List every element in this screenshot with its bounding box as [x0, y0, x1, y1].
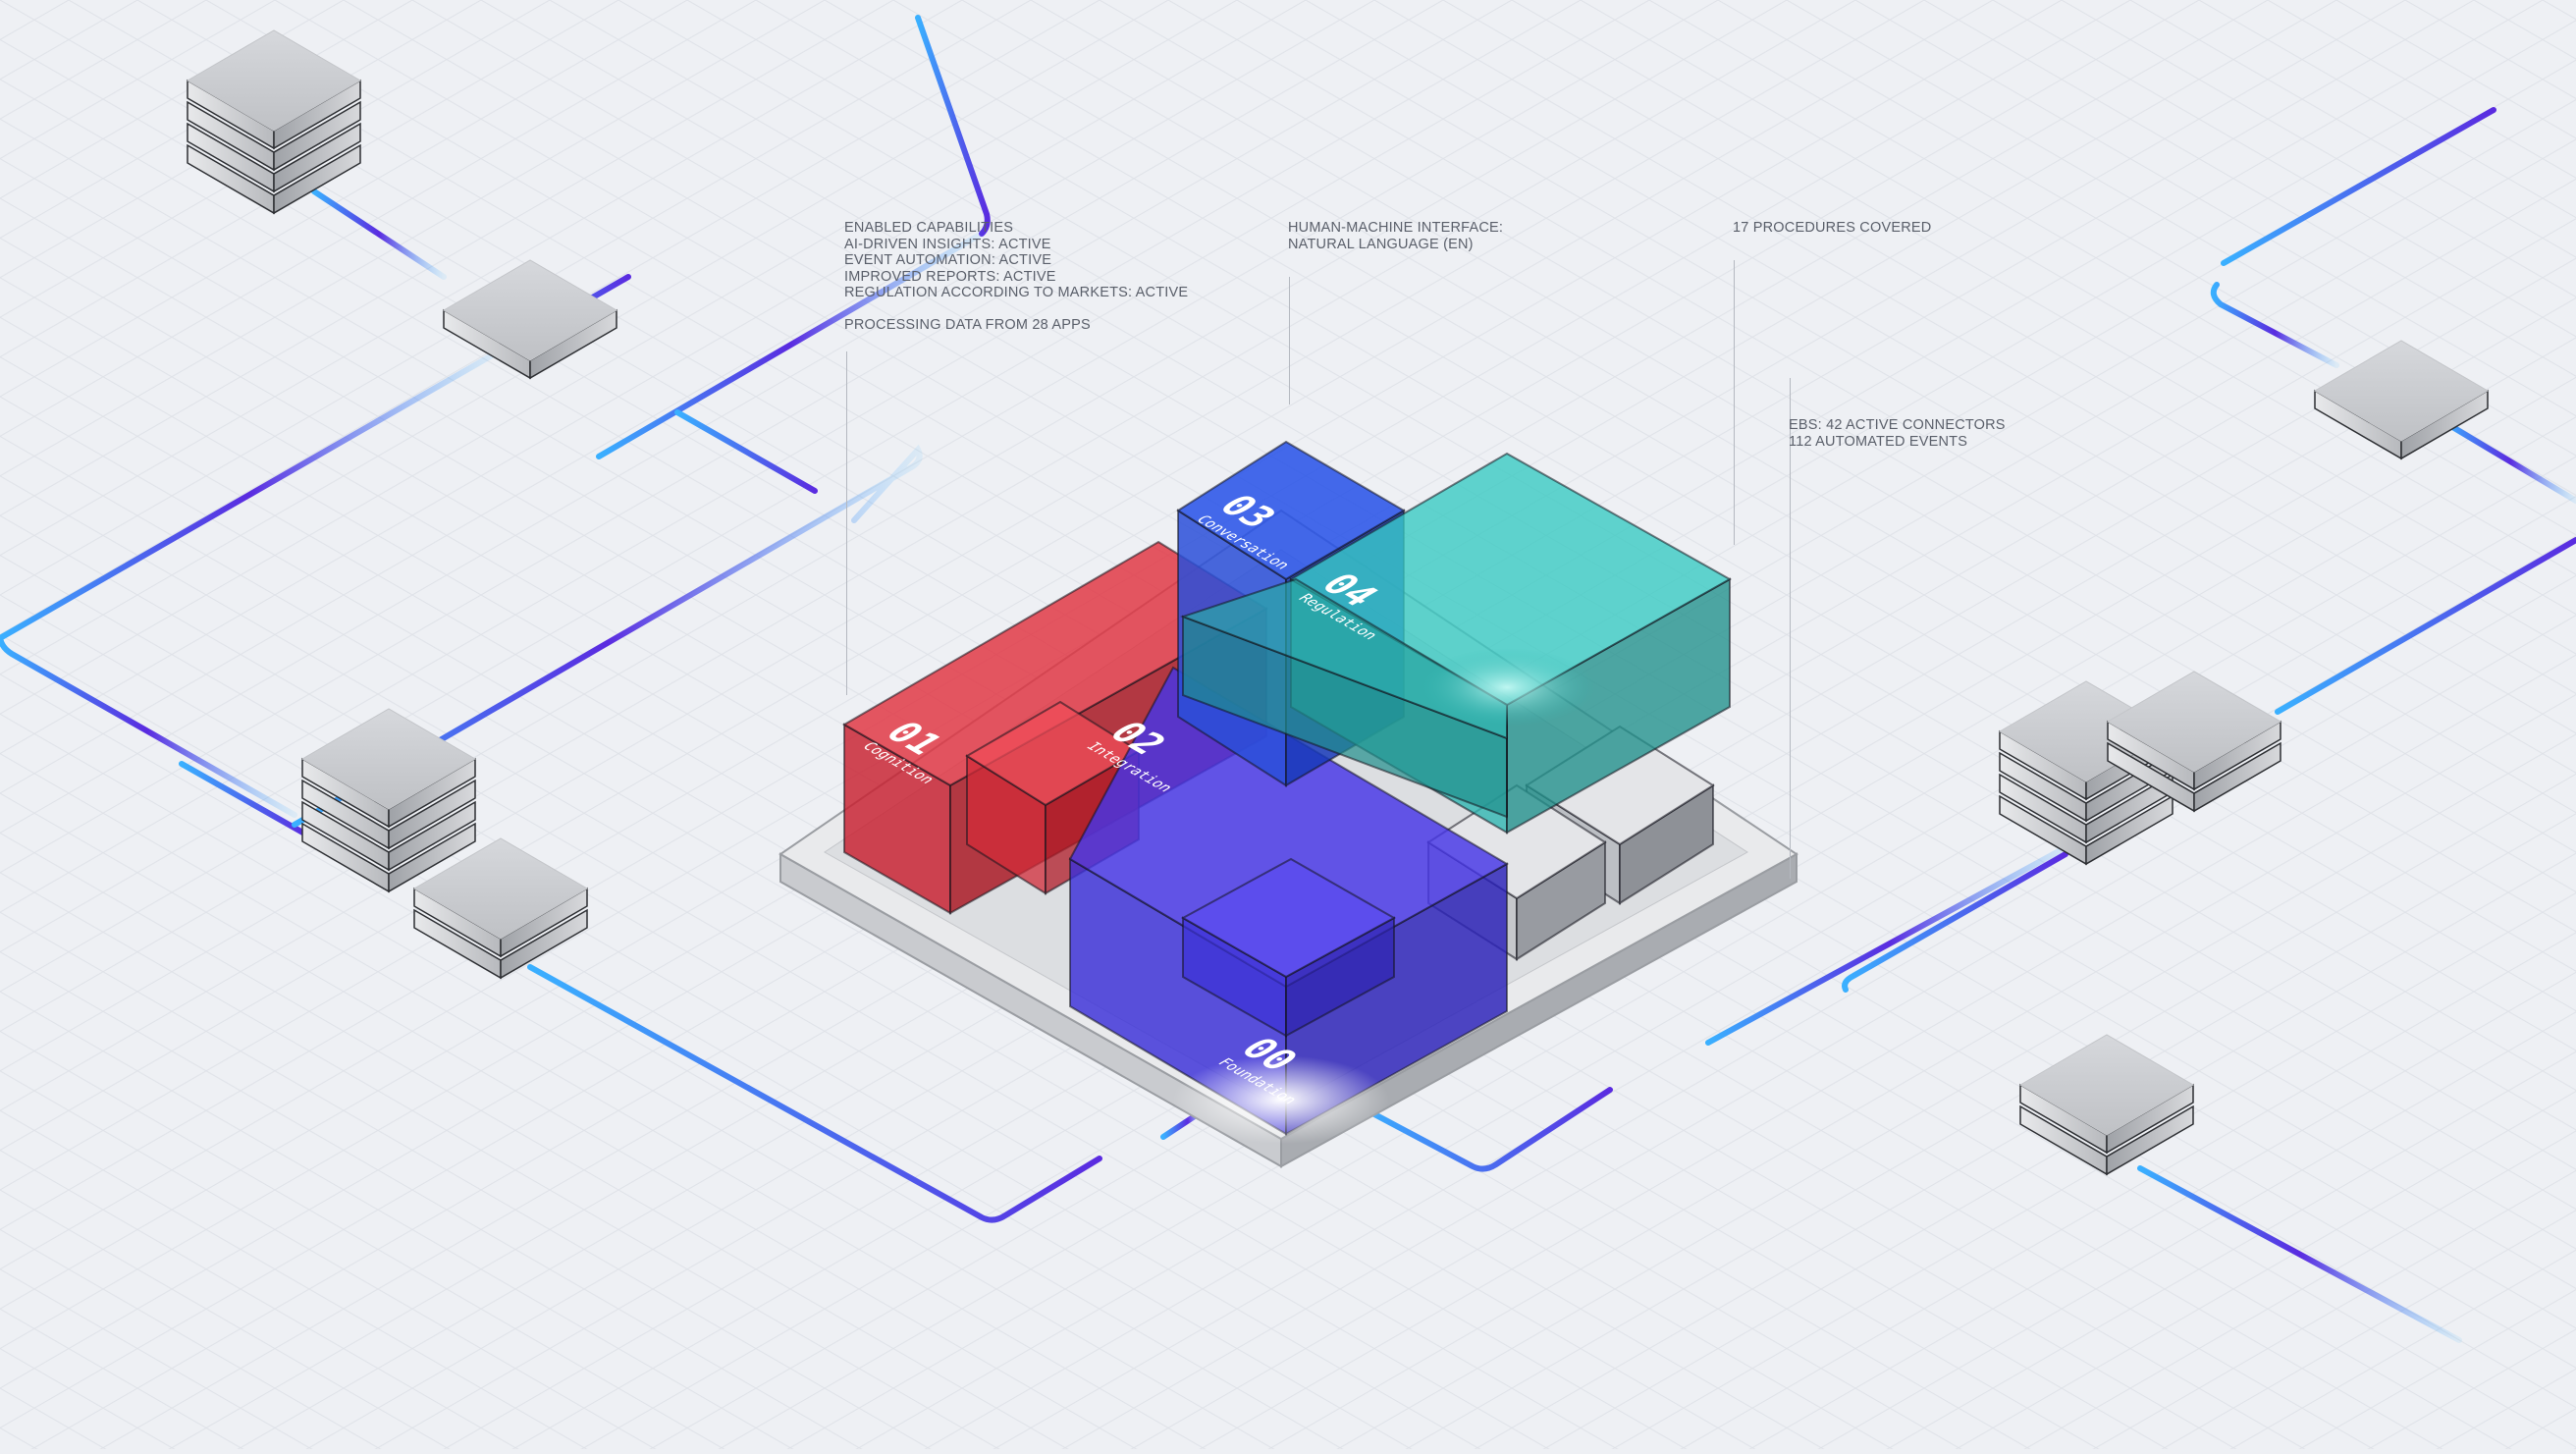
server-node	[2019, 1034, 2194, 1176]
connector-line	[292, 444, 923, 828]
regulation-glow	[1419, 648, 1595, 727]
server-node	[2314, 340, 2489, 460]
leader-line-interface	[1289, 277, 1290, 404]
connector-line	[2210, 282, 2339, 368]
capabilities-line: REGULATION ACCORDING TO MARKETS: ACTIVE	[844, 285, 1189, 300]
interface-line: HUMAN-MACHINE INTERFACE:	[1288, 220, 1504, 236]
connector-line	[2137, 1165, 2462, 1343]
connector-line	[2221, 107, 2496, 266]
server-nodes	[187, 29, 2489, 1176]
capabilities-line: AI-DRIVEN INSIGHTS: ACTIVE	[844, 236, 1051, 252]
connector-line	[0, 635, 297, 818]
annotation-interface: HUMAN-MACHINE INTERFACE: NATURAL LANGUAG…	[1288, 220, 1503, 252]
connectors-line: 112 AUTOMATED EVENTS	[1789, 433, 1968, 450]
annotation-procedures: 17 PROCEDURES COVERED	[1733, 220, 1931, 237]
central-platform	[778, 440, 1798, 1168]
interface-line: NATURAL LANGUAGE (EN)	[1288, 236, 1474, 252]
connectors-line: EBS: 42 ACTIVE CONNECTORS	[1789, 417, 2006, 433]
capabilities-line: EVENT AUTOMATION: ACTIVE	[844, 252, 1052, 268]
connector-line	[0, 349, 502, 641]
connector-line	[596, 231, 985, 459]
foundation-glow	[1173, 1055, 1389, 1144]
connector-line	[311, 188, 447, 280]
server-node	[413, 837, 588, 980]
module-subblock-integration	[1180, 857, 1397, 1038]
server-node	[2107, 671, 2281, 813]
connector-line	[527, 964, 1102, 1223]
connector-line	[915, 15, 991, 237]
connector-line	[674, 409, 818, 494]
connector-line	[179, 761, 309, 837]
capabilities-line: ENABLED CAPABILITIES	[844, 220, 1014, 236]
server-node	[187, 29, 361, 215]
connector-line	[1357, 1087, 1613, 1172]
server-node	[443, 259, 617, 380]
connector-line	[2442, 419, 2576, 504]
annotation-connectors: EBS: 42 ACTIVE CONNECTORS 112 AUTOMATED …	[1789, 417, 2006, 450]
server-node	[301, 708, 476, 893]
connector-line	[1705, 841, 2074, 1046]
leader-line-capabilities	[846, 351, 847, 695]
procedures-line: 17 PROCEDURES COVERED	[1733, 220, 1932, 236]
annotation-capabilities: ENABLED CAPABILITIES AI-DRIVEN INSIGHTS:…	[844, 220, 1188, 334]
leader-line-connectors	[1790, 378, 1791, 879]
connector-line	[2275, 537, 2576, 715]
connector-line	[1842, 851, 2068, 993]
capabilities-line: IMPROVED REPORTS: ACTIVE	[844, 268, 1056, 285]
leader-line-procedures	[1734, 260, 1735, 545]
capabilities-footer: PROCESSING DATA FROM 28 APPS	[844, 317, 1091, 333]
